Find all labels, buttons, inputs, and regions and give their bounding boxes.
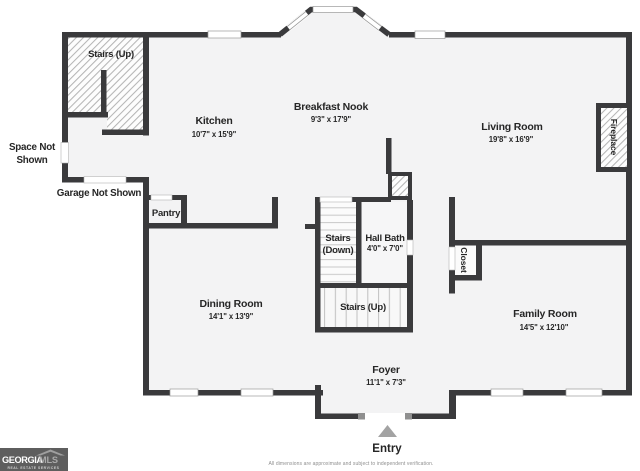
wall-segment [62, 112, 108, 118]
logo-tagline-text: REAL ESTATE SERVICES [7, 466, 59, 470]
closet-label: Closet [459, 247, 469, 273]
window-frame [362, 17, 379, 31]
stairs-up-top-label: Stairs (Up) [88, 49, 134, 60]
wall-segment [407, 288, 413, 332]
wall-segment [62, 163, 68, 183]
breakfast-nook-dims: 9'3" x 17'9" [311, 115, 352, 124]
entry-arrow-icon [378, 425, 397, 437]
stair-opening [319, 196, 353, 203]
logo-roof-icon [36, 449, 65, 456]
fireplace-hatch [601, 108, 627, 167]
wall-segment [315, 283, 413, 288]
flue-box-hatch [392, 176, 408, 196]
door-jamb [405, 413, 412, 420]
entry-label: Entry [372, 443, 402, 455]
family-room-label: Family Room [513, 308, 577, 320]
living-room-dims: 19'8" x 16'9" [489, 135, 534, 144]
door-opening [83, 176, 127, 184]
wall-segment [407, 200, 413, 240]
wall-segment [143, 32, 149, 136]
wall-segment [62, 32, 281, 38]
stairs-down-label-2: (Down) [323, 245, 354, 256]
logo-background [0, 448, 68, 471]
foyer-label: Foyer [372, 364, 400, 376]
wall-segment [407, 255, 413, 288]
wall-segment [449, 270, 455, 294]
wall-segment [102, 129, 148, 135]
wall-segment [315, 385, 321, 419]
georgia-mls-logo: GEORGIA MLS REAL ESTATE SERVICES [0, 448, 68, 471]
stairs-up-top-hatch-ext [107, 112, 143, 130]
pantry-label: Pantry [152, 208, 181, 219]
wall-segment [356, 202, 362, 288]
stairs-up-mid-treads [320, 288, 407, 327]
stairs-up-mid-label: Stairs (Up) [340, 302, 386, 313]
door-opening [406, 239, 414, 256]
window [414, 30, 446, 39]
stairs-down-label-1: Stairs [325, 233, 350, 244]
wall-segment [143, 223, 278, 229]
kitchen-label: Kitchen [195, 115, 232, 127]
dining-room-label: Dining Room [199, 298, 262, 310]
door-opening [448, 246, 456, 271]
breakfast-nook-label: Breakfast Nook [294, 101, 369, 113]
hall-bath-floor [362, 202, 407, 283]
logo-primary-text: GEORGIA [2, 455, 43, 465]
window [490, 388, 524, 397]
door-opening [60, 142, 69, 164]
disclaimer-text: All dimensions are approximate and subje… [269, 461, 434, 467]
stairs-down-treads [320, 202, 356, 283]
dining-room-dims: 14'1" x 13'9" [209, 312, 254, 321]
wall-segment [449, 197, 455, 247]
hatched-interiors [392, 108, 627, 196]
wall-segment [386, 138, 392, 174]
window-frame [286, 11, 306, 27]
zones [68, 37, 476, 327]
wall-segment [272, 197, 278, 229]
window-frame [365, 13, 382, 27]
labels: Stairs (Up) Space Not Shown Garage Not S… [9, 49, 619, 455]
logo-secondary-text: MLS [39, 455, 58, 465]
fireplace-label: Fireplace [609, 119, 619, 156]
wall-segment [143, 177, 149, 395]
hall-bath-label: Hall Bath [365, 233, 405, 244]
window [565, 388, 603, 397]
window [207, 30, 242, 39]
family-room-dims: 14'5" x 12'10" [520, 323, 569, 332]
wall-segment [315, 197, 321, 333]
window [286, 10, 310, 31]
living-room-label: Living Room [481, 121, 542, 133]
window [240, 388, 274, 397]
wall-segment [315, 327, 413, 333]
window [362, 13, 382, 31]
wall-segment [449, 275, 482, 281]
front-door-opening [365, 413, 405, 420]
door-jamb [358, 413, 365, 420]
wall-segment [143, 390, 323, 396]
wall-segment [352, 197, 391, 202]
door-opening [150, 194, 173, 201]
wall-segment [449, 390, 632, 396]
openings [60, 6, 603, 420]
foyer-dims: 11'1" x 7'3" [366, 378, 406, 387]
wall-segment [626, 32, 632, 395]
kitchen-dims: 10'7" x 15'9" [192, 130, 237, 139]
garage-not-shown-label: Garage Not Shown [57, 188, 142, 199]
window [169, 388, 199, 397]
wall-segment [476, 240, 482, 281]
closet-floor [455, 245, 476, 275]
window-frame [289, 14, 309, 31]
wall-segment [181, 195, 187, 229]
wall-segment [449, 390, 456, 419]
window [312, 6, 354, 13]
wall-segment [101, 70, 107, 117]
wall-segment [449, 240, 632, 246]
wall-segment [305, 224, 315, 229]
wall-segment [389, 32, 632, 38]
space-not-shown-label-2: Shown [16, 155, 47, 166]
hall-bath-dims: 4'0" x 7'0" [367, 244, 403, 253]
space-not-shown-label-1: Space Not [9, 142, 56, 153]
wall-segment [62, 32, 68, 143]
